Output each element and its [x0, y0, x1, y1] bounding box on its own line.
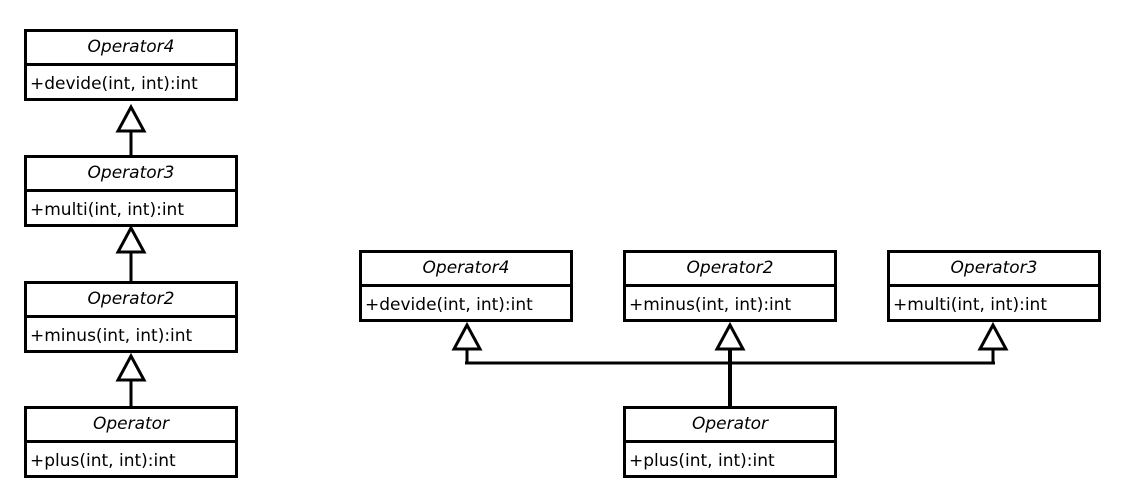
class-operator2: Operator2 +minus(int, int):int [623, 250, 837, 322]
class-operator4: Operator4 +devide(int, int):int [24, 29, 238, 101]
class-operation: +devide(int, int):int [365, 295, 533, 315]
class-operation: +plus(int, int):int [30, 451, 176, 471]
class-operator3: Operator3 +multi(int, int):int [887, 250, 1101, 322]
class-operation: +devide(int, int):int [30, 74, 198, 94]
class-operation: +plus(int, int):int [629, 451, 775, 471]
inheritance-arrowhead [451, 321, 483, 351]
inheritance-arrowhead [714, 321, 746, 351]
class-name: Operator3 [27, 158, 235, 192]
class-name: Operator3 [890, 253, 1098, 287]
class-operator3: Operator3 +multi(int, int):int [24, 155, 238, 227]
class-operation: +minus(int, int):int [629, 295, 792, 315]
right-connectors [451, 321, 1009, 407]
class-operator: Operator +plus(int, int):int [24, 406, 238, 478]
class-name: Operator4 [27, 32, 235, 66]
class-name: Operator4 [362, 253, 570, 287]
class-operation: +multi(int, int):int [893, 295, 1047, 315]
class-name: Operator [27, 409, 235, 443]
class-operation: +multi(int, int):int [30, 200, 184, 220]
inheritance-arrowhead [115, 103, 147, 133]
class-name: Operator [626, 409, 834, 443]
class-operator: Operator +plus(int, int):int [623, 406, 837, 478]
class-operator4: Operator4 +devide(int, int):int [359, 250, 573, 322]
inheritance-arrowhead [115, 224, 147, 254]
class-operation: +minus(int, int):int [30, 326, 193, 346]
inheritance-arrowhead [115, 352, 147, 382]
class-operator2: Operator2 +minus(int, int):int [24, 281, 238, 353]
inheritance-arrowhead [977, 321, 1009, 351]
class-name: Operator2 [27, 284, 235, 318]
left-connectors [115, 103, 147, 407]
class-name: Operator2 [626, 253, 834, 287]
